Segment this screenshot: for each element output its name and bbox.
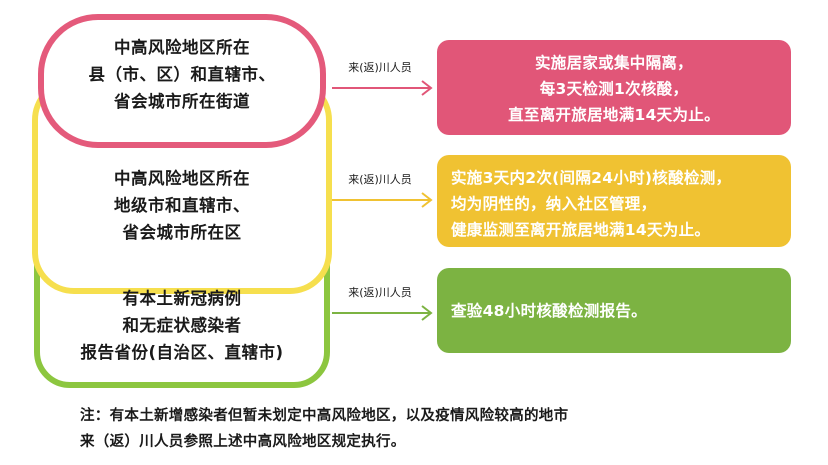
arrow-label: 来(返)川人员 <box>348 286 412 299</box>
measure-high-box: 实施居家或集中隔离， 每3天检测1次核酸， 直至离开旅居地满14天为止。 <box>437 40 791 135</box>
measure-mid-line: 均为阴性的，纳入社区管理， <box>451 195 657 213</box>
tier-high-ring <box>38 14 326 148</box>
arrow-mid-to-measure: 来(返)川人员 <box>332 173 440 210</box>
measure-mid-box: 实施3天内2次(间隔24小时)核酸检测， 均为阴性的，纳入社区管理， 健康监测至… <box>437 155 791 247</box>
measure-local-box: 查验48小时核酸检测报告。 <box>437 268 791 353</box>
tier-local-line: 报告省份(自治区、直辖市) <box>80 343 284 362</box>
footnote: 注：有本土新增感染者但暂未划定中高风险地区，以及疫情风险较高的地市 来（返）川人… <box>80 403 800 455</box>
tier-mid-line: 中高风险地区所在 <box>114 169 250 188</box>
footnote-line: 注：有本土新增感染者但暂未划定中高风险地区，以及疫情风险较高的地市 <box>80 408 569 424</box>
arrow-right-icon <box>332 305 433 321</box>
measure-high-line: 每3天检测1次核酸， <box>539 80 689 98</box>
arrow-right-icon <box>332 192 433 208</box>
arrow-label: 来(返)川人员 <box>348 61 412 74</box>
measure-high-line: 直至离开旅居地满14天为止。 <box>508 106 720 124</box>
footnote-line: 来（返）川人员参照上述中高风险地区规定执行。 <box>80 434 406 450</box>
tier-local-line: 有本土新冠病例 <box>122 289 242 308</box>
tier-high-label: 中高风险地区所在 县（市、区）和直辖市、 省会城市所在街道 <box>48 34 316 115</box>
arrow-label: 来(返)川人员 <box>348 173 412 186</box>
measure-high-line: 实施居家或集中隔离， <box>534 54 693 72</box>
tier-mid-label: 中高风险地区所在 地级市和直辖市、 省会城市所在区 <box>48 165 316 246</box>
arrow-right-icon <box>332 80 433 96</box>
tier-mid-line: 省会城市所在区 <box>122 223 242 242</box>
tier-high-line: 省会城市所在街道 <box>114 92 250 111</box>
measure-local-line: 查验48小时核酸检测报告。 <box>451 301 647 320</box>
tier-mid-line: 地级市和直辖市、 <box>114 196 250 215</box>
measure-mid-line: 健康监测至离开旅居地满14天为止。 <box>451 221 711 239</box>
arrow-high-to-measure: 来(返)川人员 <box>332 61 440 98</box>
tier-high-line: 中高风险地区所在 <box>114 38 250 57</box>
tier-local-line: 和无症状感染者 <box>122 316 242 335</box>
tier-high-line: 县（市、区）和直辖市、 <box>88 65 276 84</box>
arrow-local-to-measure: 来(返)川人员 <box>332 286 440 323</box>
tier-local-label: 有本土新冠病例 和无症状感染者 报告省份(自治区、直辖市) <box>48 285 316 366</box>
measure-mid-line: 实施3天内2次(间隔24小时)核酸检测， <box>451 169 732 187</box>
